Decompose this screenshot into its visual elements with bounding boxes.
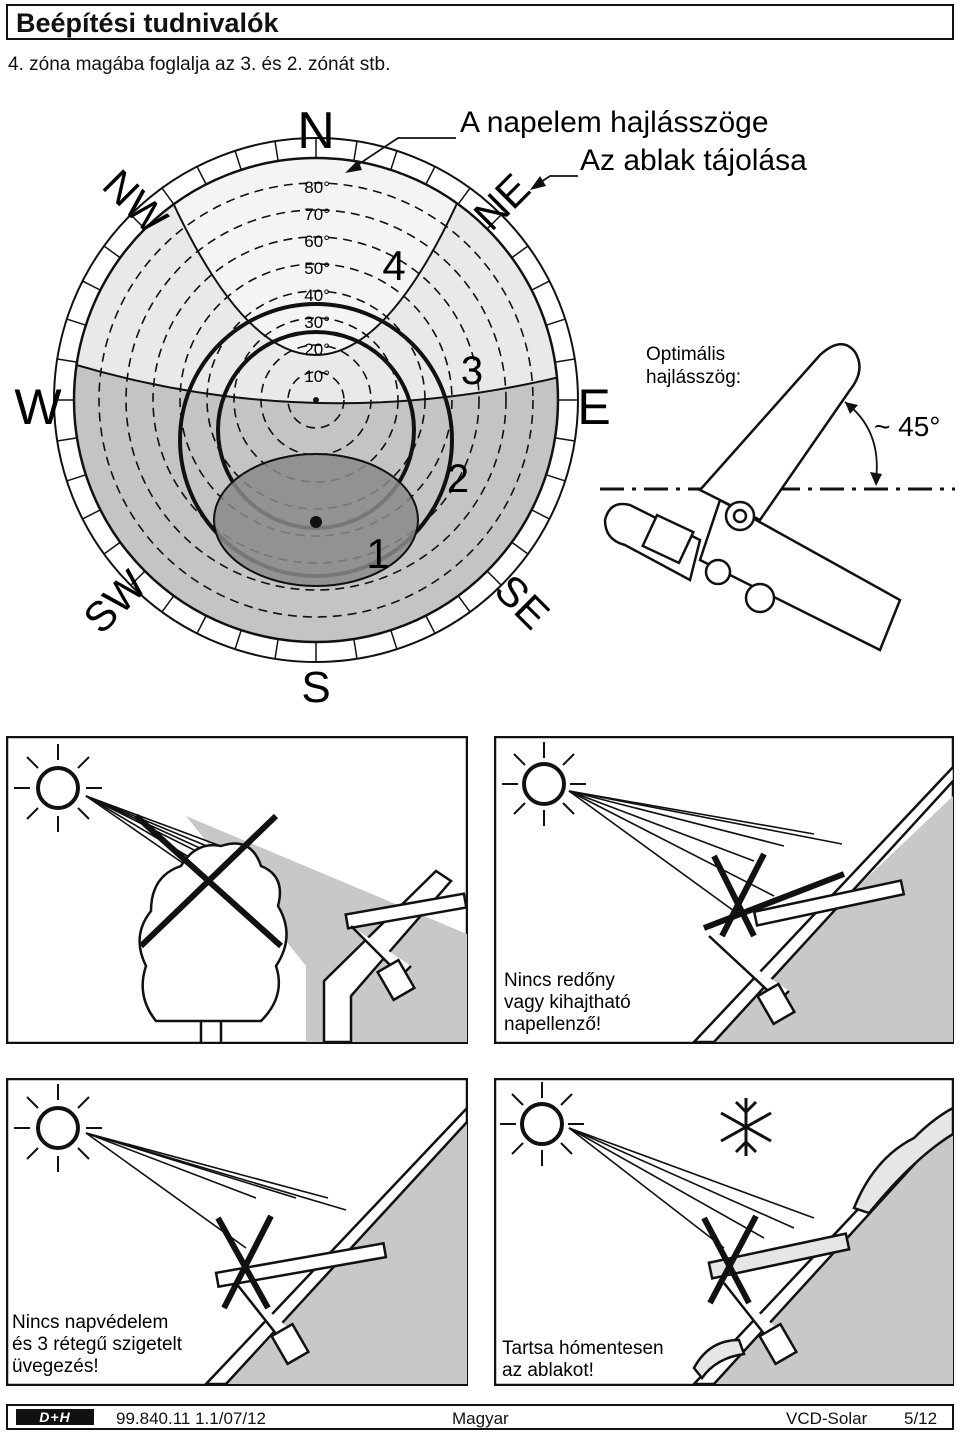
panel2-text-line3: napellenző! xyxy=(504,1014,601,1035)
sun-icon xyxy=(14,1084,102,1172)
ring-tick xyxy=(161,187,175,205)
ring-tick xyxy=(234,629,242,650)
direction-w: W xyxy=(14,379,62,435)
product-name: VCD-Solar xyxy=(786,1409,868,1428)
ring-tick xyxy=(196,615,207,634)
solar-panel-illustration xyxy=(603,343,902,652)
sun-icon xyxy=(502,742,586,826)
optimal-label-line1: Optimális xyxy=(646,344,725,365)
ring-tick xyxy=(511,541,529,555)
ring-tick xyxy=(130,570,146,586)
ring-tick xyxy=(390,150,398,171)
zone-label-1: 1 xyxy=(366,530,389,577)
tree-icon xyxy=(138,842,288,1042)
sun-icon xyxy=(500,1082,584,1166)
page-subtitle: 4. zóna magába foglalja az 3. és 2. zóná… xyxy=(8,54,391,75)
ring-tick xyxy=(130,214,146,230)
direction-e: E xyxy=(577,379,610,435)
panel2-text-line1: Nincs redőny xyxy=(504,970,615,991)
panel-no-sun-protection: Nincs napvédelem és 3 rétegű szigetelt ü… xyxy=(6,1078,468,1386)
ring-tick xyxy=(390,629,398,650)
brand-logo: D+H xyxy=(16,1409,94,1425)
ring-tick xyxy=(234,150,242,171)
ring-tick xyxy=(545,474,566,482)
ring-tick xyxy=(66,318,87,326)
angle-label: 10° xyxy=(304,367,330,386)
callout-tilt: A napelem hajlásszöge xyxy=(460,106,769,139)
angle-label: 40° xyxy=(304,286,330,305)
zone-label-2: 2 xyxy=(447,457,469,501)
callout-orientation: Az ablak tájolása xyxy=(580,144,807,177)
ring-tick xyxy=(196,166,207,185)
ring-tick xyxy=(57,437,78,442)
zone-label-4: 4 xyxy=(382,242,405,289)
panel4-text-line2: az ablakot! xyxy=(502,1360,594,1381)
ring-tick xyxy=(554,358,575,363)
cross-mark-icon xyxy=(133,813,284,949)
angle-label: 30° xyxy=(304,313,330,332)
ring-tick xyxy=(425,615,436,634)
panel3-text-line2: és 3 rétegű szigetelt xyxy=(12,1334,183,1355)
document-code: 99.840.11 1.1/07/12 xyxy=(116,1409,266,1428)
panel3-text-line1: Nincs napvédelem xyxy=(12,1312,168,1333)
ring-tick xyxy=(457,187,471,205)
zone-label-3: 3 xyxy=(461,349,483,393)
panel-tree-shade xyxy=(6,736,468,1044)
ring-tick xyxy=(161,595,175,613)
ring-tick xyxy=(425,166,436,185)
ring-tick xyxy=(486,214,502,230)
direction-n: N xyxy=(297,102,335,160)
ring-tick xyxy=(82,509,101,520)
ring-tick xyxy=(103,245,121,259)
ring-tick xyxy=(457,595,471,613)
ring-tick xyxy=(274,141,279,162)
ring-tick xyxy=(531,509,550,520)
document-language: Magyar xyxy=(452,1409,509,1428)
ring-tick xyxy=(486,570,502,586)
angle-label: 60° xyxy=(304,232,330,251)
snowflake-icon xyxy=(720,1098,772,1156)
panel-snow: Tartsa hómentesen az ablakot! xyxy=(494,1078,954,1386)
ring-tick xyxy=(57,358,78,363)
angle-label: 50° xyxy=(304,259,330,278)
cross-mark-icon xyxy=(701,1214,759,1305)
shutter-bar xyxy=(702,871,846,931)
angle-label: 20° xyxy=(304,340,330,359)
ring-tick xyxy=(353,638,358,659)
angle-label: 70° xyxy=(304,205,330,224)
direction-s: S xyxy=(301,663,330,712)
panel3-text-line3: üvegezés! xyxy=(12,1356,99,1377)
page-footer: D+H 99.840.11 1.1/07/12 Magyar VCD-Solar… xyxy=(6,1404,954,1430)
ring-tick xyxy=(66,474,87,482)
ring-tick xyxy=(531,280,550,291)
ring-tick xyxy=(545,318,566,326)
cross-mark-icon xyxy=(215,1214,274,1310)
ring-tick xyxy=(274,638,279,659)
sun-path-compass-diagram: N S W E NW NE SW SE 80° 70° 60° 50° 40° … xyxy=(14,102,955,712)
ring-tick xyxy=(511,245,529,259)
title-box: Beépítési tudnivalók xyxy=(6,4,954,40)
ring-tick xyxy=(554,437,575,442)
page-number: 5/12 xyxy=(904,1409,938,1428)
panel4-text-line1: Tartsa hómentesen xyxy=(502,1338,664,1359)
cross-mark-icon xyxy=(711,852,767,938)
angle-label: 80° xyxy=(304,178,330,197)
optimal-angle: ~ 45° xyxy=(874,411,940,442)
page-title: Beépítési tudnivalók xyxy=(16,8,279,38)
ring-tick xyxy=(103,541,121,555)
sun-icon xyxy=(14,744,102,832)
panel-shutter: Nincs redőny vagy kihajtható napellenző! xyxy=(494,736,954,1044)
ring-tick xyxy=(353,141,358,162)
optimal-label-line2: hajlásszög: xyxy=(646,367,741,388)
panel2-text-line2: vagy kihajtható xyxy=(504,992,631,1013)
ring-tick xyxy=(82,280,101,291)
